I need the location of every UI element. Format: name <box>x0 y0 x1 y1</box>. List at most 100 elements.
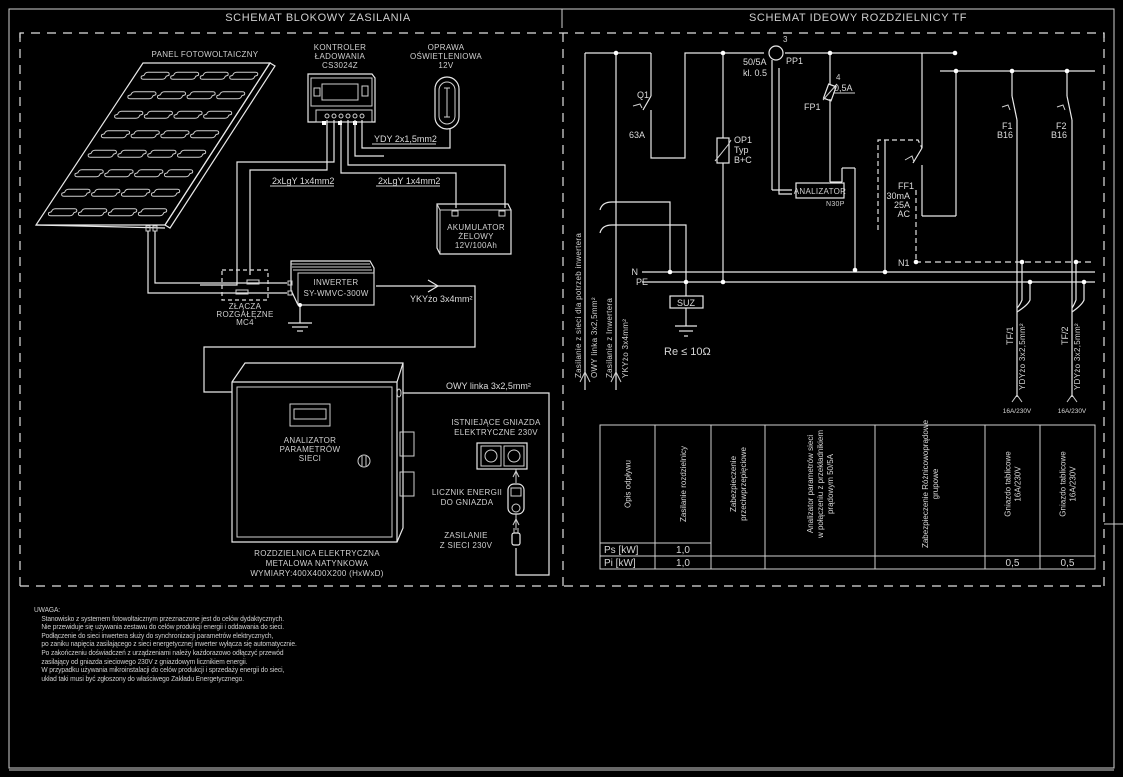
pv-cell <box>203 110 233 119</box>
pv-cell <box>134 169 164 178</box>
svg-text:F1: F1 <box>1002 121 1013 131</box>
note-line: Nie przewiduje się używania zestawu do c… <box>41 622 284 632</box>
socket2-rating: 16A/230V <box>1058 408 1087 415</box>
svg-text:ŻELOWY: ŻELOWY <box>458 232 494 241</box>
table-cell: 0,5 <box>1061 558 1075 569</box>
svg-text:DO GNIAZDA: DO GNIAZDA <box>441 498 494 507</box>
svg-text:ZASILANIE: ZASILANIE <box>444 531 488 540</box>
pv-cell <box>177 149 207 158</box>
circuit-table: Opis odpływu Zasilanie rozdzielnicy Zabezp… <box>599 419 1096 570</box>
terminal-marker <box>322 121 326 125</box>
svg-text:AKUMULATOR: AKUMULATOR <box>447 223 505 232</box>
cable-battery-label: 2xLgY 1x4mm2 <box>378 176 440 186</box>
junction-dot <box>613 50 619 56</box>
svg-text:PP1: PP1 <box>786 56 803 66</box>
note-line: Podłączenie do sieci inwertera służy do … <box>41 630 274 640</box>
junction-dot <box>852 267 858 273</box>
pv-cell <box>173 110 203 119</box>
table-cell: 1,0 <box>676 558 690 569</box>
controller-terminal <box>324 113 330 119</box>
note-line: układ taki musi być zgłoszony do właściw… <box>41 673 244 683</box>
pv-cell <box>107 208 138 217</box>
note-line: zasilający od gniazda sieciowego 230V z … <box>41 656 248 666</box>
title-block-diagram: SCHEMAT BLOKOWY ZASILANIA <box>225 12 411 24</box>
junction-dot <box>827 50 833 56</box>
svg-text:3: 3 <box>783 35 788 44</box>
cable-pv-label: 2xLgY 1x4mm2 <box>272 176 334 186</box>
pv-cell <box>87 149 117 158</box>
svg-text:B+C: B+C <box>734 155 752 165</box>
breaker-f2: F2 B16 <box>1051 95 1073 140</box>
svg-text:FP1: FP1 <box>804 102 821 112</box>
junction-dot <box>720 279 726 285</box>
table-cell: 1,0 <box>676 545 690 556</box>
junction-dot <box>882 269 888 275</box>
circuit1-cable: YDYżo 3x2,5mm² <box>1018 323 1027 390</box>
svg-text:kl. 0.5: kl. 0.5 <box>743 68 767 78</box>
table-header-cell: Zabezpieczenie Różnicowoprądowe <box>921 419 930 548</box>
svg-text:50/5A: 50/5A <box>743 57 767 67</box>
svg-text:12V: 12V <box>438 61 453 70</box>
junction-dot <box>667 269 673 275</box>
svg-text:ROZDZIELNICA ELEKTRYCZNA: ROZDZIELNICA ELEKTRYCZNA <box>254 549 380 558</box>
earth-resistance: Re ≤ 10Ω <box>664 346 711 358</box>
rcd-ff1: FF1 30mA 25A AC <box>886 147 923 219</box>
mc4-connectors: ZŁĄCZA ROZGAŁĘZNE MC4 <box>216 269 273 327</box>
controller-terminal <box>331 113 337 119</box>
table-header-cell: w połączeniu z przekładnikiem <box>816 430 825 539</box>
svg-text:ZŁĄCZA: ZŁĄCZA <box>229 302 262 311</box>
svg-text:12V/100Ah: 12V/100Ah <box>455 241 497 250</box>
lamp: OPRAWA OŚWIETLENIOWA 12V <box>410 43 482 130</box>
note-line: Stanowisko z systemem fotowoltaicznym pr… <box>41 613 285 623</box>
pv-cell <box>74 169 104 178</box>
controller-wiring <box>147 120 506 294</box>
rcd-test-link <box>877 139 923 230</box>
svg-text:ANALIZATOR: ANALIZATOR <box>284 436 337 445</box>
svg-text:0,5A: 0,5A <box>834 83 853 93</box>
svg-text:OP1: OP1 <box>734 135 752 145</box>
energy-meter: LICZNIK ENERGII DO GNIAZDA ZASILANIE Z S… <box>432 469 525 550</box>
svg-text:OŚWIETLENIOWA: OŚWIETLENIOWA <box>410 52 482 61</box>
pv-cell <box>127 91 157 100</box>
svg-text:MC4: MC4 <box>236 318 254 327</box>
table-header-cell: Gniazdo tablicowe <box>1004 451 1013 517</box>
cable-inverter-label: YKYżo 3x4mm² <box>410 294 473 304</box>
svg-text:METALOWA NATYNKOWA: METALOWA NATYNKOWA <box>266 559 369 568</box>
svg-text:CS3024Z: CS3024Z <box>322 61 358 70</box>
section-frames <box>19 32 1123 587</box>
pv-panel-label: PANEL FOTOWOLTAICZNY <box>152 50 259 59</box>
table-header-cell: Gniazdo tablicowe <box>1059 451 1068 517</box>
title-tf-schematic: SCHEMAT IDEOWY ROZDZIELNICY TF <box>749 12 967 24</box>
table-cell: 0,5 <box>1006 558 1020 569</box>
junction-dot <box>1064 68 1070 74</box>
n-label: N <box>632 267 639 277</box>
junction-dot <box>1009 68 1015 74</box>
pe-label: PE <box>636 277 648 287</box>
socket1-rating: 16A/230V <box>1003 408 1032 415</box>
svg-text:ŁADOWANIA: ŁADOWANIA <box>315 52 366 61</box>
table-row-label: Ps [kW] <box>604 545 639 556</box>
pv-cell <box>117 149 147 158</box>
svg-text:OPRAWA: OPRAWA <box>428 43 465 52</box>
junction-dot <box>913 259 919 265</box>
suz-box <box>669 295 704 309</box>
table-header-cell: 16A/230V <box>1014 466 1023 502</box>
table-header-cell: Opis odpływu <box>624 460 633 508</box>
svg-text:30mA: 30mA <box>886 191 910 201</box>
svg-text:ANALIZATOR: ANALIZATOR <box>794 187 847 196</box>
controller-terminal <box>352 113 358 119</box>
pv-cell <box>143 110 173 119</box>
note-line: po zaniku napięcia zasilającego z sieci … <box>41 639 297 649</box>
distribution-cabinet: ANALIZATOR PARAMETRÓW SIECI ROZDZIELNICA… <box>231 362 415 578</box>
feed2-label: Zasilanie z Inwertera <box>605 298 614 378</box>
svg-text:AC: AC <box>897 209 910 219</box>
current-transformer-pp1: 3 PP1 50/5A kl. 0.5 <box>743 35 803 191</box>
junction-dot <box>1081 279 1087 285</box>
svg-text:25A: 25A <box>894 200 910 210</box>
controller-terminal <box>345 113 351 119</box>
table-header-cell: 16A/230V <box>1069 466 1078 502</box>
svg-text:63A: 63A <box>629 130 645 140</box>
table-header-cell: Zasilanie rozdzielnicy <box>679 446 688 522</box>
pv-cell <box>104 169 134 178</box>
fuse-fp1: 4 0,5A FP1 <box>804 73 855 112</box>
